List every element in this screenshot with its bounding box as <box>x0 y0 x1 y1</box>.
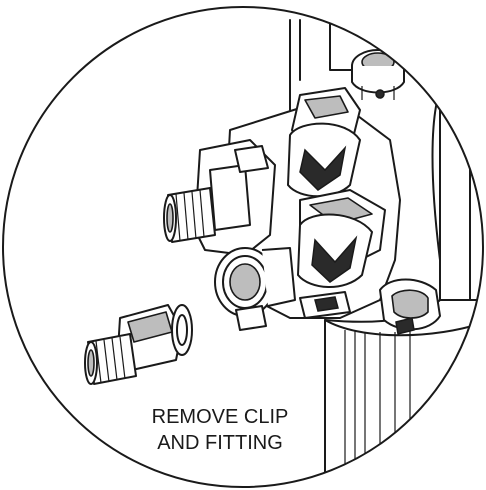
caption: REMOVE CLIP AND FITTING <box>120 404 320 456</box>
open-port <box>214 247 296 331</box>
removed-fitting <box>84 304 193 385</box>
caption-line-2: AND FITTING <box>157 432 283 454</box>
top-cap <box>351 49 405 100</box>
inlet-fitting <box>163 139 276 256</box>
detail-circle <box>2 6 484 488</box>
caption-line-1: REMOVE CLIP <box>151 406 289 428</box>
